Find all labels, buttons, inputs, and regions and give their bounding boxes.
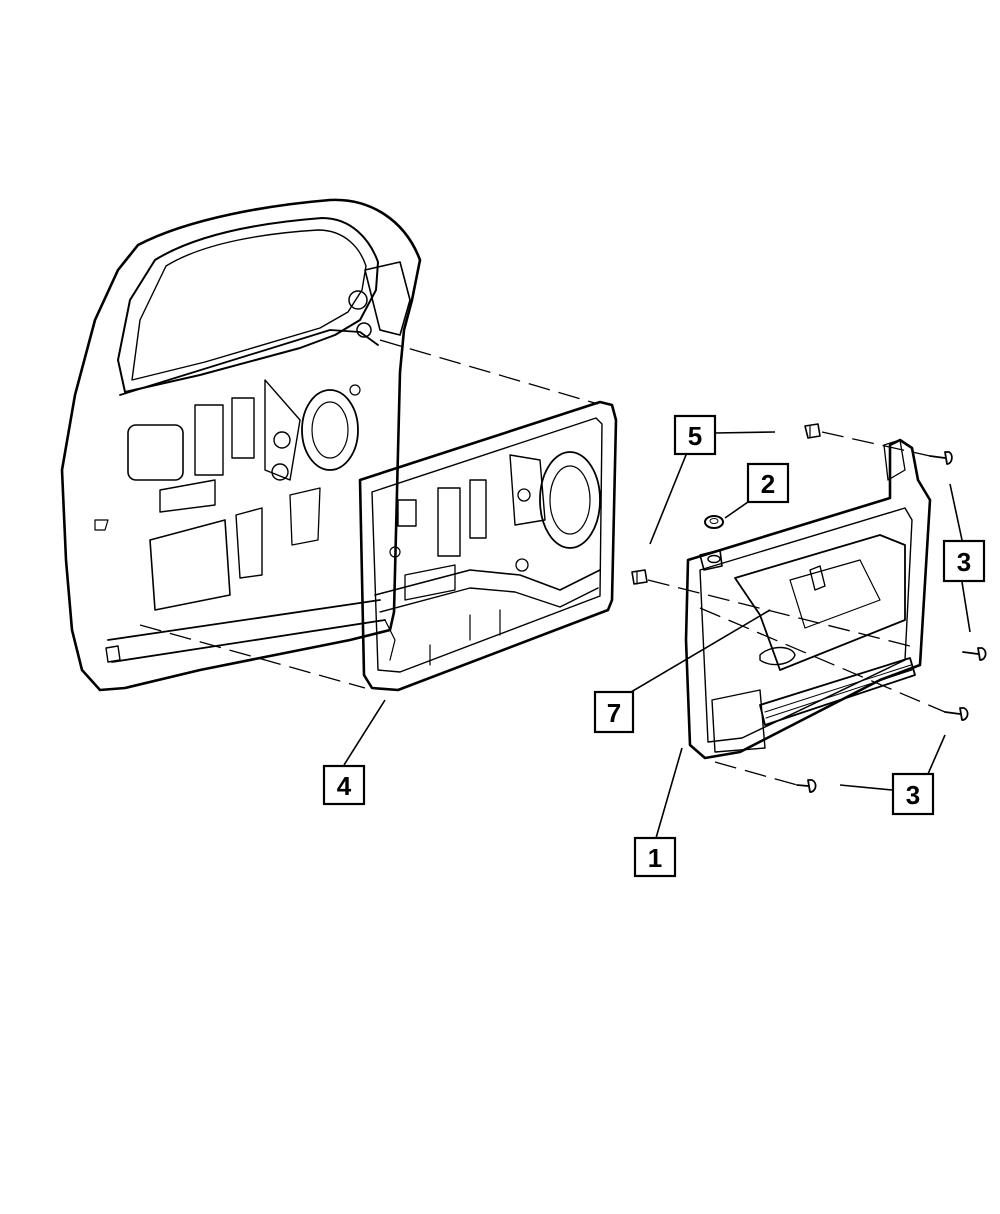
push-pin-clip [631,569,648,585]
callout-3-upper-label: 3 [957,547,971,577]
callout-4: 4 [322,764,366,806]
callout-1-label: 1 [648,843,662,873]
water-shield [358,400,618,692]
callout-2-label: 2 [761,469,775,499]
door-shell [60,198,422,692]
retainer-clip [804,423,821,439]
callout-7: 7 [593,690,635,734]
callout-4-label: 4 [337,771,352,801]
callout-3-upper: 3 [942,539,986,583]
leader-lines [343,431,971,839]
callout-7-label: 7 [607,698,621,728]
explode-lines [139,339,946,786]
plug-button [704,515,724,529]
callout-5-label: 5 [688,421,702,451]
callout-2: 2 [746,462,790,504]
callout-3-lower: 3 [891,772,935,816]
callout-3-lower-label: 3 [906,780,920,810]
callout-5: 5 [673,414,717,456]
callout-1: 1 [633,836,677,878]
screw [796,451,987,793]
